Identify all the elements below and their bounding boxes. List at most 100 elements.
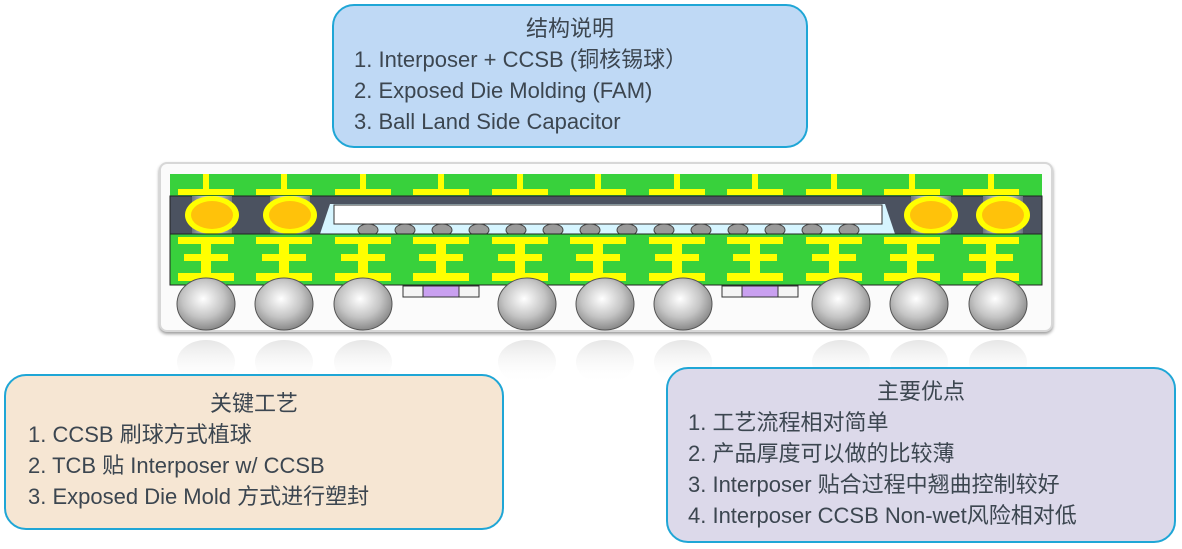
advantage-title: 主要优点: [876, 380, 965, 405]
process-item: 1. CCSB 刷球方式植球: [28, 422, 252, 447]
exposed-die: [333, 204, 883, 225]
structure-callout: 结构说明 1. Interposer + CCSB (铜核锡球） 2. Expo…: [332, 4, 808, 148]
substrate-via: [672, 261, 682, 273]
interposer-via: [360, 174, 366, 189]
interposer-pad: [178, 189, 234, 195]
substrate-vias: [178, 237, 1019, 281]
substrate-via: [986, 244, 996, 254]
substrate-trace: [341, 254, 385, 261]
bga-ball-reflection: [334, 340, 392, 384]
ccsb-core: [191, 201, 233, 229]
interposer-via: [831, 174, 837, 189]
substrate-pad-top: [649, 237, 705, 244]
capacitor-body: [741, 285, 779, 298]
ccsb-core: [269, 201, 311, 229]
substrate-via: [907, 244, 917, 254]
substrate-via: [279, 244, 289, 254]
structure-item: 3. Ball Land Side Capacitor: [354, 109, 621, 134]
bga-ball: [176, 277, 236, 331]
substrate-via: [593, 261, 603, 273]
capacitor-body: [422, 285, 460, 298]
bga-balls: [176, 277, 1028, 331]
process-item: 2. TCB 贴 Interposer w/ CCSB: [28, 453, 325, 478]
substrate-pad-top: [335, 237, 391, 244]
substrate-trace: [890, 254, 934, 261]
substrate-via: [515, 261, 525, 273]
bga-ball-reflection: [498, 340, 556, 384]
interposer-pad: [727, 189, 783, 195]
micro-bumps: [357, 223, 860, 237]
ccsb-core: [910, 201, 952, 229]
substrate-pad-bottom: [492, 273, 548, 281]
substrate-trace: [498, 254, 542, 261]
bga-ball: [889, 277, 949, 331]
bga-ball: [575, 277, 635, 331]
substrate-pad-top: [178, 237, 234, 244]
substrate-trace: [733, 254, 777, 261]
interposer-via: [909, 174, 915, 189]
interposer-via: [752, 174, 758, 189]
ccsb-balls: [185, 196, 1030, 234]
substrate-pad-top: [256, 237, 312, 244]
process-item: 3. Exposed Die Mold 方式进行塑封: [28, 484, 370, 509]
substrate-pad-top: [413, 237, 469, 244]
substrate-pad-top: [727, 237, 783, 244]
substrate-via: [829, 244, 839, 254]
substrate-pad-bottom: [256, 273, 312, 281]
substrate-pad-bottom: [884, 273, 940, 281]
substrate-pad-bottom: [727, 273, 783, 281]
bga-ball: [497, 277, 557, 331]
structure-item: 2. Exposed Die Molding (FAM): [354, 78, 653, 103]
substrate-pad-top: [963, 237, 1019, 244]
substrate-pad-bottom: [649, 273, 705, 281]
advantage-callout: 主要优点 1. 工艺流程相对简单 2. 产品厚度可以做的比较薄 3. Inter…: [666, 367, 1176, 543]
interposer-via: [438, 174, 444, 189]
interposer-pad: [884, 189, 940, 195]
bga-ball-reflection: [576, 340, 634, 384]
substrate-pad-bottom: [963, 273, 1019, 281]
bga-ball-reflection: [177, 340, 235, 384]
structure-item: 1. Interposer + CCSB (铜核锡球）: [354, 47, 688, 72]
ccsb-core: [982, 201, 1024, 229]
substrate-trace: [419, 254, 463, 261]
interposer-pad: [570, 189, 626, 195]
substrate-pad-bottom: [178, 273, 234, 281]
interposer-pad: [963, 189, 1019, 195]
substrate-via: [750, 261, 760, 273]
substrate-pad-top: [884, 237, 940, 244]
bga-ball-reflection: [255, 340, 313, 384]
process-callout: 关键工艺 1. CCSB 刷球方式植球 2. TCB 贴 Interposer …: [4, 374, 504, 530]
bga-ball: [333, 277, 393, 331]
interposer-vias: [178, 174, 1019, 195]
structure-title: 结构说明: [525, 17, 614, 42]
interposer-pad: [413, 189, 469, 195]
interposer-via: [674, 174, 680, 189]
bga-ball: [653, 277, 713, 331]
interposer-via: [988, 174, 994, 189]
advantage-item: 1. 工艺流程相对简单: [688, 410, 889, 435]
substrate-pad-bottom: [570, 273, 626, 281]
substrate-via: [829, 261, 839, 273]
bga-ball: [254, 277, 314, 331]
substrate-pad-top: [492, 237, 548, 244]
substrate-trace: [655, 254, 699, 261]
land-side-capacitors: [402, 285, 799, 298]
interposer-via: [203, 174, 209, 189]
substrate-via: [986, 261, 996, 273]
substrate-via: [201, 261, 211, 273]
substrate-trace: [262, 254, 306, 261]
substrate-via: [907, 261, 917, 273]
substrate-pad-bottom: [335, 273, 391, 281]
substrate-trace: [812, 254, 856, 261]
substrate-pad-bottom: [413, 273, 469, 281]
substrate-trace: [576, 254, 620, 261]
interposer-pad: [649, 189, 705, 195]
advantage-item: 3. Interposer 贴合过程中翘曲控制较好: [688, 472, 1060, 497]
bga-ball: [968, 277, 1028, 331]
interposer-via: [281, 174, 287, 189]
substrate-via: [750, 244, 760, 254]
substrate-via: [436, 244, 446, 254]
advantage-item: 4. Interposer CCSB Non-wet风险相对低: [688, 503, 1077, 528]
substrate-pad-top: [570, 237, 626, 244]
interposer-pad: [806, 189, 862, 195]
